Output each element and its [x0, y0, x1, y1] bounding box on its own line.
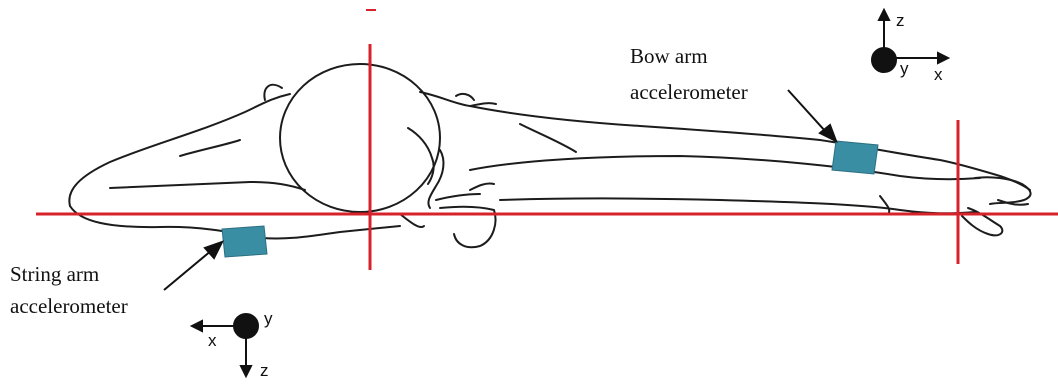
top-y-label: y — [900, 60, 909, 78]
string-arm-leader-line — [164, 250, 212, 290]
axes-bottom-left — [192, 314, 258, 376]
string-arm-label-line1: String arm — [10, 262, 99, 286]
bow-arm-sensor — [832, 141, 878, 174]
bottom-y-label: y — [264, 310, 273, 328]
body-outline — [69, 64, 1030, 247]
y-axis-origin-dot — [234, 314, 258, 338]
leader-arrows — [164, 90, 836, 290]
string-arm-label-line2: accelerometer — [10, 294, 128, 318]
string-arm-arrowhead — [205, 242, 222, 258]
head-circle — [280, 64, 440, 212]
top-x-label: x — [934, 66, 943, 84]
x-axis-right-arrowhead — [938, 53, 948, 63]
axes-top-right — [872, 10, 948, 72]
bow-arm-leader-line — [788, 90, 826, 132]
bottom-z-label: z — [260, 362, 269, 380]
bow-arm-label-line1: Bow arm — [630, 44, 708, 68]
y-axis-origin-dot — [872, 48, 896, 72]
bottom-x-label: x — [208, 332, 217, 350]
reference-lines — [36, 10, 1058, 270]
string-arm-sensor — [222, 226, 267, 257]
z-axis-down-arrowhead — [241, 366, 251, 376]
top-z-label: z — [896, 12, 905, 30]
bow-arm-label-line2: accelerometer — [630, 80, 748, 104]
x-axis-left-arrowhead — [192, 321, 202, 331]
z-axis-up-arrowhead — [879, 10, 889, 20]
